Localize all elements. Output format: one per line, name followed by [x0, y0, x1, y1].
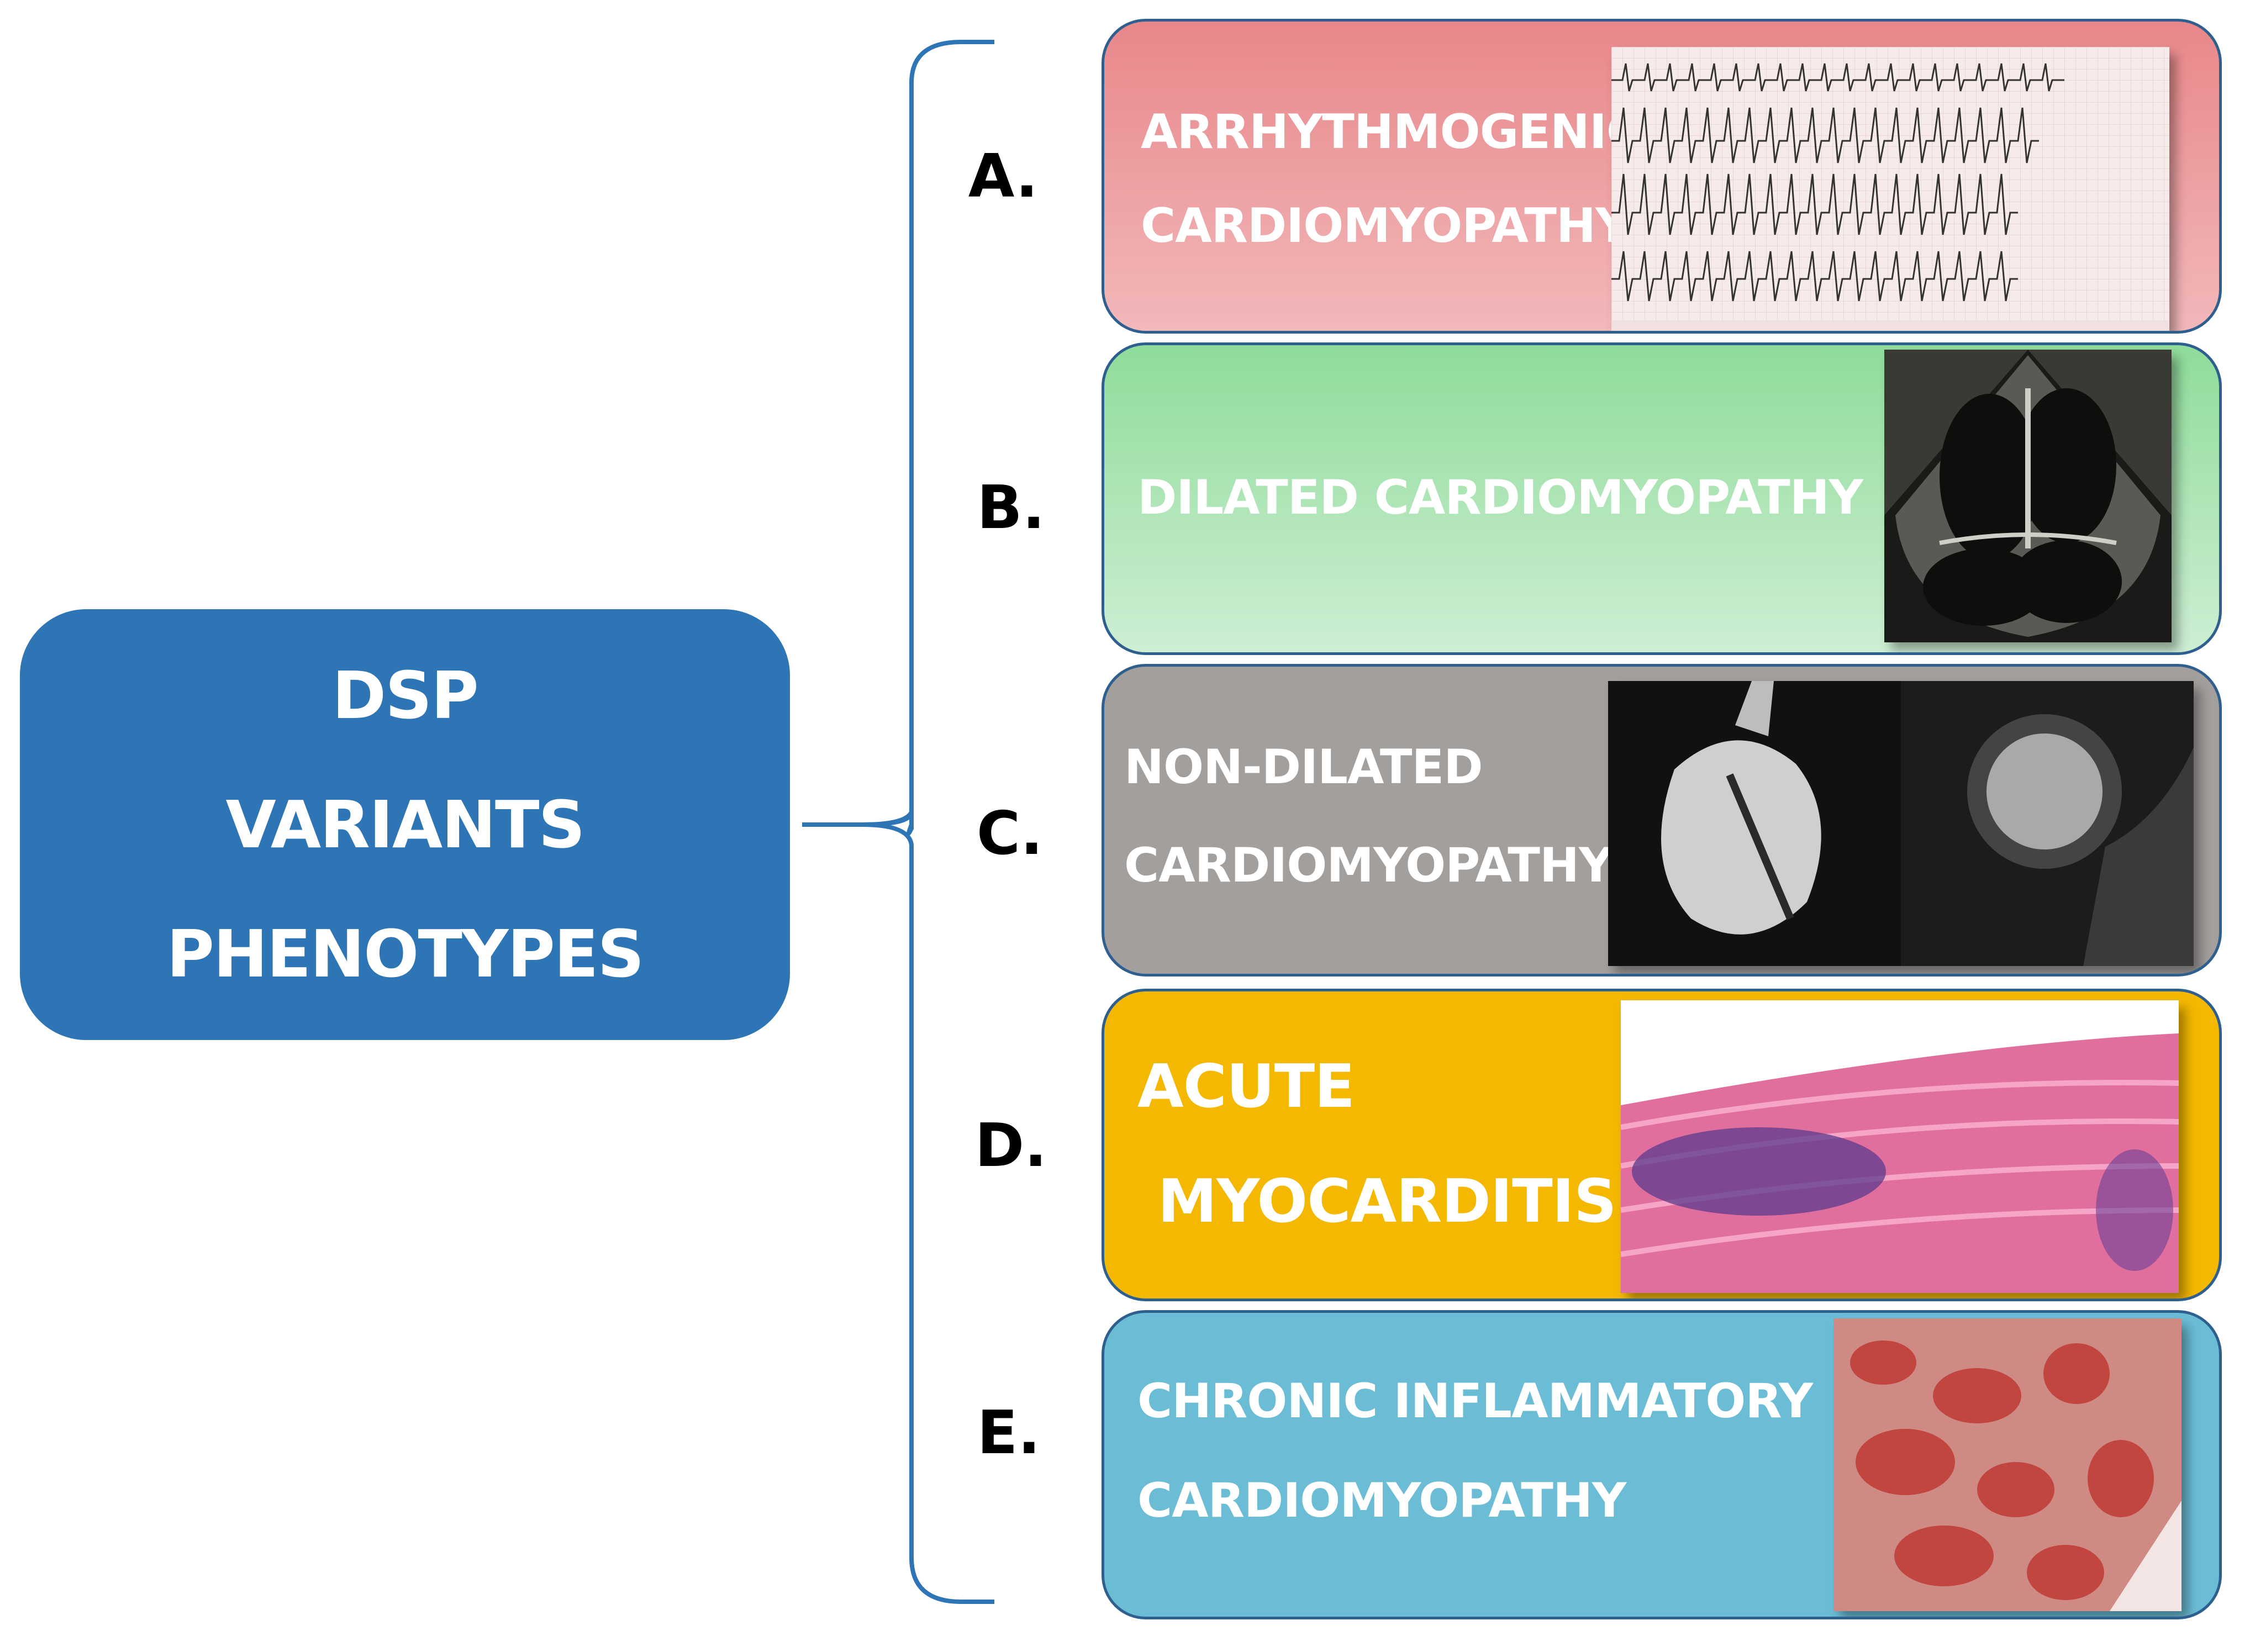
echocardiogram-image	[1884, 350, 2172, 642]
cardiac-mri-image	[1608, 681, 2194, 966]
root-title-line-2: VARIANTS	[225, 787, 586, 863]
histology-myocarditis-image	[1621, 1000, 2179, 1293]
phenotype-box-chronic-inflammatory: CHRONIC INFLAMMATORY CARDIOMYOPATHY	[1102, 1310, 2222, 1619]
letter-c: C.	[976, 799, 1044, 868]
letter-a: A.	[968, 142, 1039, 211]
letter-d: D.	[974, 1111, 1047, 1180]
root-title-line-1: DSP	[332, 657, 478, 733]
phenotype-box-acute-myocarditis: ACUTE MYOCARDITIS	[1102, 989, 2222, 1301]
phenotype-a-line-2: CARDIOMYOPATHY	[1141, 198, 1630, 254]
root-title-line-3: PHENOTYPES	[166, 916, 645, 992]
phenotype-c-line-2: CARDIOMYOPATHY	[1124, 838, 1613, 893]
phenotype-box-dilated: DILATED CARDIOMYOPATHY	[1102, 342, 2222, 655]
root-node-dsp-variants-phenotypes: DSP VARIANTS PHENOTYPES	[20, 609, 790, 1040]
phenotype-b-line-1: DILATED CARDIOMYOPATHY	[1137, 470, 1863, 525]
histology-chronic-image	[1833, 1318, 2182, 1611]
phenotype-c-line-1: NON-DILATED	[1124, 740, 1483, 795]
phenotype-box-arrhythmogenic: ARRHYTHMOGENIC CARDIOMYOPATHY	[1102, 19, 2222, 334]
phenotype-e-line-2: CARDIOMYOPATHY	[1137, 1473, 1626, 1528]
phenotype-e-line-1: CHRONIC INFLAMMATORY	[1137, 1374, 1813, 1429]
phenotype-d-line-1: ACUTE	[1137, 1052, 1355, 1121]
phenotype-a-line-1: ARRHYTHMOGENIC	[1141, 104, 1641, 160]
ecg-trace-image	[1611, 47, 2169, 331]
phenotype-box-non-dilated: NON-DILATED CARDIOMYOPATHY	[1102, 664, 2222, 977]
phenotype-d-line-2: MYOCARDITIS	[1137, 1167, 1617, 1236]
letter-e: E.	[977, 1398, 1041, 1468]
letter-b: B.	[977, 473, 1045, 542]
